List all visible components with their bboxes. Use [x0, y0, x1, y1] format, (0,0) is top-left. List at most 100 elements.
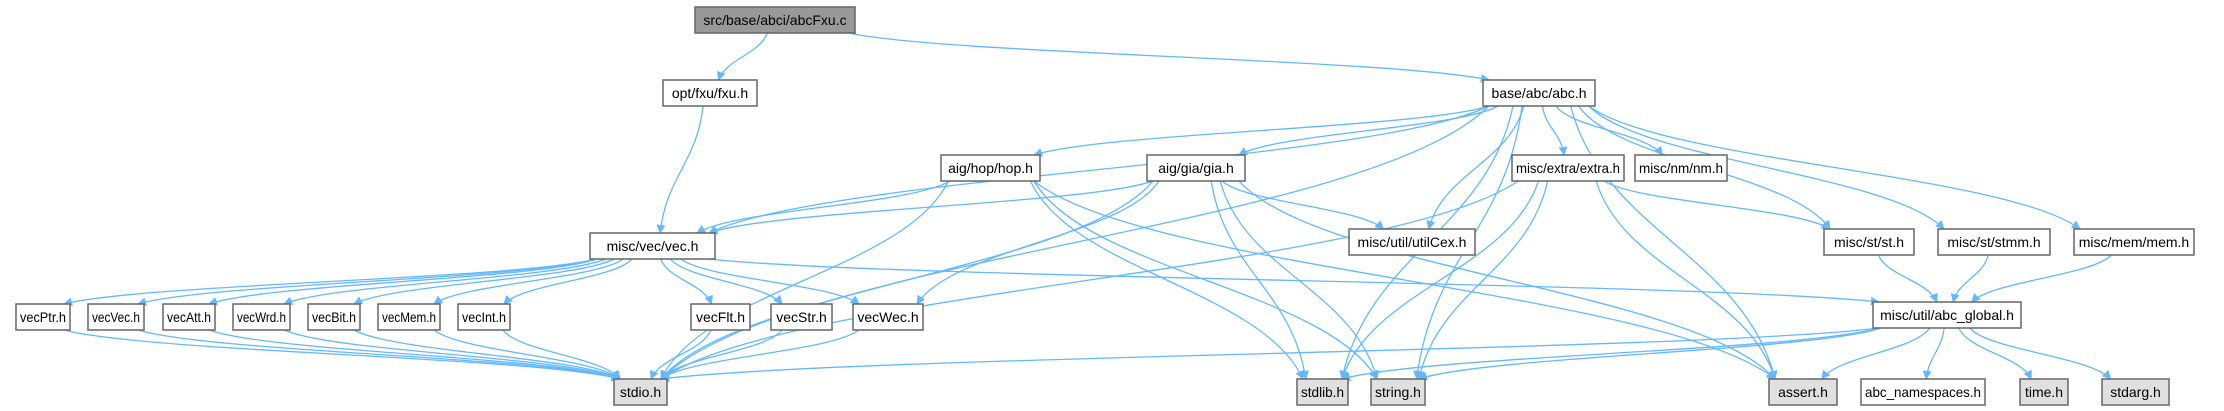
node-opt-fxu-fxu-h[interactable]: opt/fxu/fxu.h [662, 79, 758, 107]
node-box [589, 232, 716, 260]
node-misc-extra-extra-h[interactable]: misc/extra/extra.h [1511, 154, 1625, 182]
node-label: misc/st/st.h [1834, 234, 1904, 250]
node-vecptr-h[interactable]: vecPtr.h [15, 303, 71, 331]
node-box [1872, 301, 2022, 329]
node-vecint-h[interactable]: vecInt.h [457, 303, 511, 331]
node-box [940, 154, 1041, 182]
node-box [15, 303, 71, 331]
node-src-base-abci-abcfxu-c[interactable]: src/base/abci/abcFxu.c [694, 6, 856, 34]
edge-abc_global-to-stdlib [1341, 327, 1880, 382]
node-label: vecAtt.h [167, 309, 211, 325]
edge-abc-to-gia [1238, 105, 1499, 156]
edge-abc-to-stmm [1588, 105, 1945, 230]
node-box [1482, 79, 1596, 107]
edge-vecMem-to-stdio [433, 329, 621, 380]
edge-vec-to-vecAtt [208, 258, 598, 306]
node-assert-h: assert.h [1768, 378, 1838, 406]
edge-hop-to-string [1033, 180, 1378, 380]
node-label: stdarg.h [2110, 384, 2161, 400]
node-label: vecPtr.h [20, 309, 66, 325]
node-vecflt-h[interactable]: vecFlt.h [690, 303, 751, 331]
edge-abc-to-utilCex [1426, 105, 1525, 230]
node-misc-util-abc-global-h[interactable]: misc/util/abc_global.h [1872, 301, 2022, 329]
node-box [87, 303, 145, 331]
node-misc-mem-mem-h[interactable]: misc/mem/mem.h [2073, 228, 2195, 256]
node-vecbit-h[interactable]: vecBit.h [307, 303, 361, 331]
node-label: vecBit.h [312, 309, 356, 325]
node-box [1937, 228, 2051, 256]
node-label: vecWrd.h [237, 309, 286, 325]
edge-hop-to-stdio [660, 180, 950, 380]
edge-root-to-fxu [716, 32, 768, 81]
node-vecwrd-h[interactable]: vecWrd.h [232, 303, 291, 331]
node-box [662, 79, 758, 107]
node-box [613, 378, 668, 406]
edge-abc-to-vec [708, 105, 1490, 234]
edge-vecAtt-to-stdio [208, 329, 621, 381]
node-abc-namespaces-h[interactable]: abc_namespaces.h [1860, 378, 1986, 406]
edge-abc_global-to-abc_namespaces [1922, 327, 1945, 380]
node-label: stdio.h [620, 384, 661, 400]
edge-vecPtr-to-stdio [63, 329, 621, 382]
node-box [852, 303, 924, 331]
node-vecatt-h[interactable]: vecAtt.h [162, 303, 216, 331]
node-box [1823, 228, 1915, 256]
node-vecstr-h[interactable]: vecStr.h [770, 303, 833, 331]
node-label: misc/extra/extra.h [1516, 160, 1620, 176]
edge-abc-to-extra [1541, 105, 1568, 156]
node-label: time.h [2025, 384, 2063, 400]
edge-vec-to-vecStr [669, 258, 783, 305]
node-label: stdlib.h [1301, 384, 1344, 400]
node-base-abc-abc-h[interactable]: base/abc/abc.h [1482, 79, 1596, 107]
node-label: vecStr.h [776, 309, 827, 325]
node-vecvec-h[interactable]: vecVec.h [87, 303, 145, 331]
node-aig-gia-gia-h[interactable]: aig/gia/gia.h [1146, 154, 1246, 182]
edge-gia-to-stdio [660, 180, 1154, 380]
node-misc-st-stmm-h[interactable]: misc/st/stmm.h [1937, 228, 2051, 256]
node-box [1511, 154, 1625, 182]
node-box [1860, 378, 1986, 406]
node-label: misc/mem/mem.h [2079, 234, 2189, 250]
edge-gia-to-vec [708, 180, 1154, 235]
node-label: misc/util/abc_global.h [1880, 307, 2014, 323]
node-box [1370, 378, 1426, 406]
edge-vecWrd-to-stdio [283, 329, 621, 380]
node-label: misc/vec/vec.h [607, 238, 699, 254]
edge-abc_global-to-stdarg [1969, 327, 2112, 380]
node-misc-util-utilcex-h[interactable]: misc/util/utilCex.h [1348, 228, 1476, 256]
node-vecmem-h[interactable]: vecMem.h [377, 303, 441, 331]
edge-vecInt-to-stdio [502, 329, 621, 380]
edge-abc_global-to-stdio [660, 327, 1880, 383]
edges-layer [63, 32, 2113, 383]
edge-stmm-to-abc_global [1950, 254, 1989, 303]
node-misc-nm-nm-h[interactable]: misc/nm/nm.h [1634, 154, 1728, 182]
edge-vec-to-vecWec [680, 258, 860, 305]
edge-extra-to-st [1603, 180, 1831, 230]
node-misc-vec-vec-h[interactable]: misc/vec/vec.h [589, 232, 716, 260]
node-box [2101, 378, 2170, 406]
node-label: abc_namespaces.h [1865, 384, 1981, 400]
node-box [162, 303, 216, 331]
node-box [2019, 378, 2069, 406]
node-label: aig/hop/hop.h [948, 160, 1033, 176]
node-misc-st-st-h[interactable]: misc/st/st.h [1823, 228, 1915, 256]
node-box [2073, 228, 2195, 256]
node-box [307, 303, 361, 331]
node-box [1296, 378, 1349, 406]
node-stdlib-h: stdlib.h [1296, 378, 1349, 406]
node-label: misc/st/stmm.h [1947, 234, 2040, 250]
node-box [1768, 378, 1838, 406]
node-label: misc/nm/nm.h [1639, 160, 1723, 176]
edge-vecVec-to-stdio [137, 329, 621, 381]
node-box [1634, 154, 1728, 182]
node-aig-hop-hop-h[interactable]: aig/hop/hop.h [940, 154, 1041, 182]
edge-abc-to-mem [1588, 105, 2081, 230]
edge-vec-to-vecVec [137, 258, 597, 307]
edge-vec-to-vecMem [433, 258, 624, 305]
edge-vec-to-vecInt [503, 258, 633, 305]
node-vecwec-h[interactable]: vecWec.h [852, 303, 924, 331]
edge-extra-to-string [1416, 180, 1549, 380]
edge-vec-to-vecWrd [283, 258, 606, 306]
node-label: assert.h [1778, 384, 1828, 400]
edge-vecBit-to-stdio [353, 329, 621, 380]
